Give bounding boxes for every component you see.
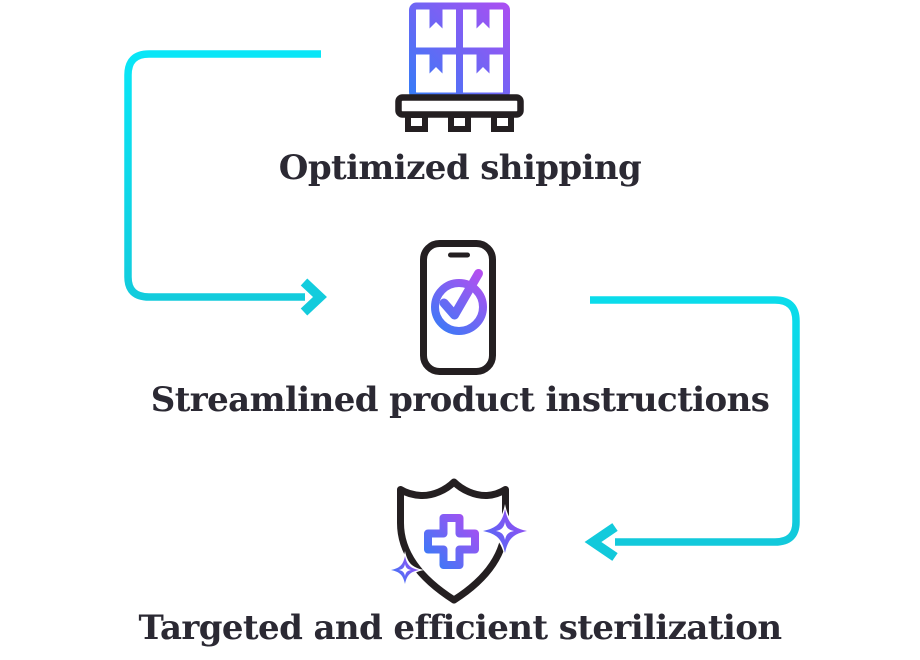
shield-outline [397,478,509,604]
sparkle-small-icon [386,551,424,589]
sparkle-large-icon [478,504,532,558]
box-ribbon [429,9,443,29]
shield-cross-sparkles-icon [386,478,532,604]
phone-speaker [448,252,470,258]
phone-checkmark-icon [420,240,496,375]
connector-arrow-left [124,50,327,316]
step-label-streamlined-instructions: Streamlined product instructions [150,380,770,420]
phone-body [420,240,496,375]
box-ribbon [476,54,490,74]
arrowhead-right-icon [300,278,327,316]
step-label-optimized-shipping: Optimized shipping [278,148,642,188]
medical-cross-icon [424,514,479,569]
arrowhead-left-icon [584,523,618,561]
box-ribbon [476,9,490,29]
pallet-base [395,94,524,132]
boxes-grid [409,2,510,100]
check-circle [431,279,487,335]
connector-line [590,296,800,546]
box-ribbon [429,54,443,74]
pallet-boxes-icon [395,2,524,132]
step-label-targeted-sterilization: Targeted and efficient sterilization [138,608,783,648]
checkmark-icon [439,269,483,320]
connector-line [124,50,321,301]
connector-arrow-right [584,296,800,561]
